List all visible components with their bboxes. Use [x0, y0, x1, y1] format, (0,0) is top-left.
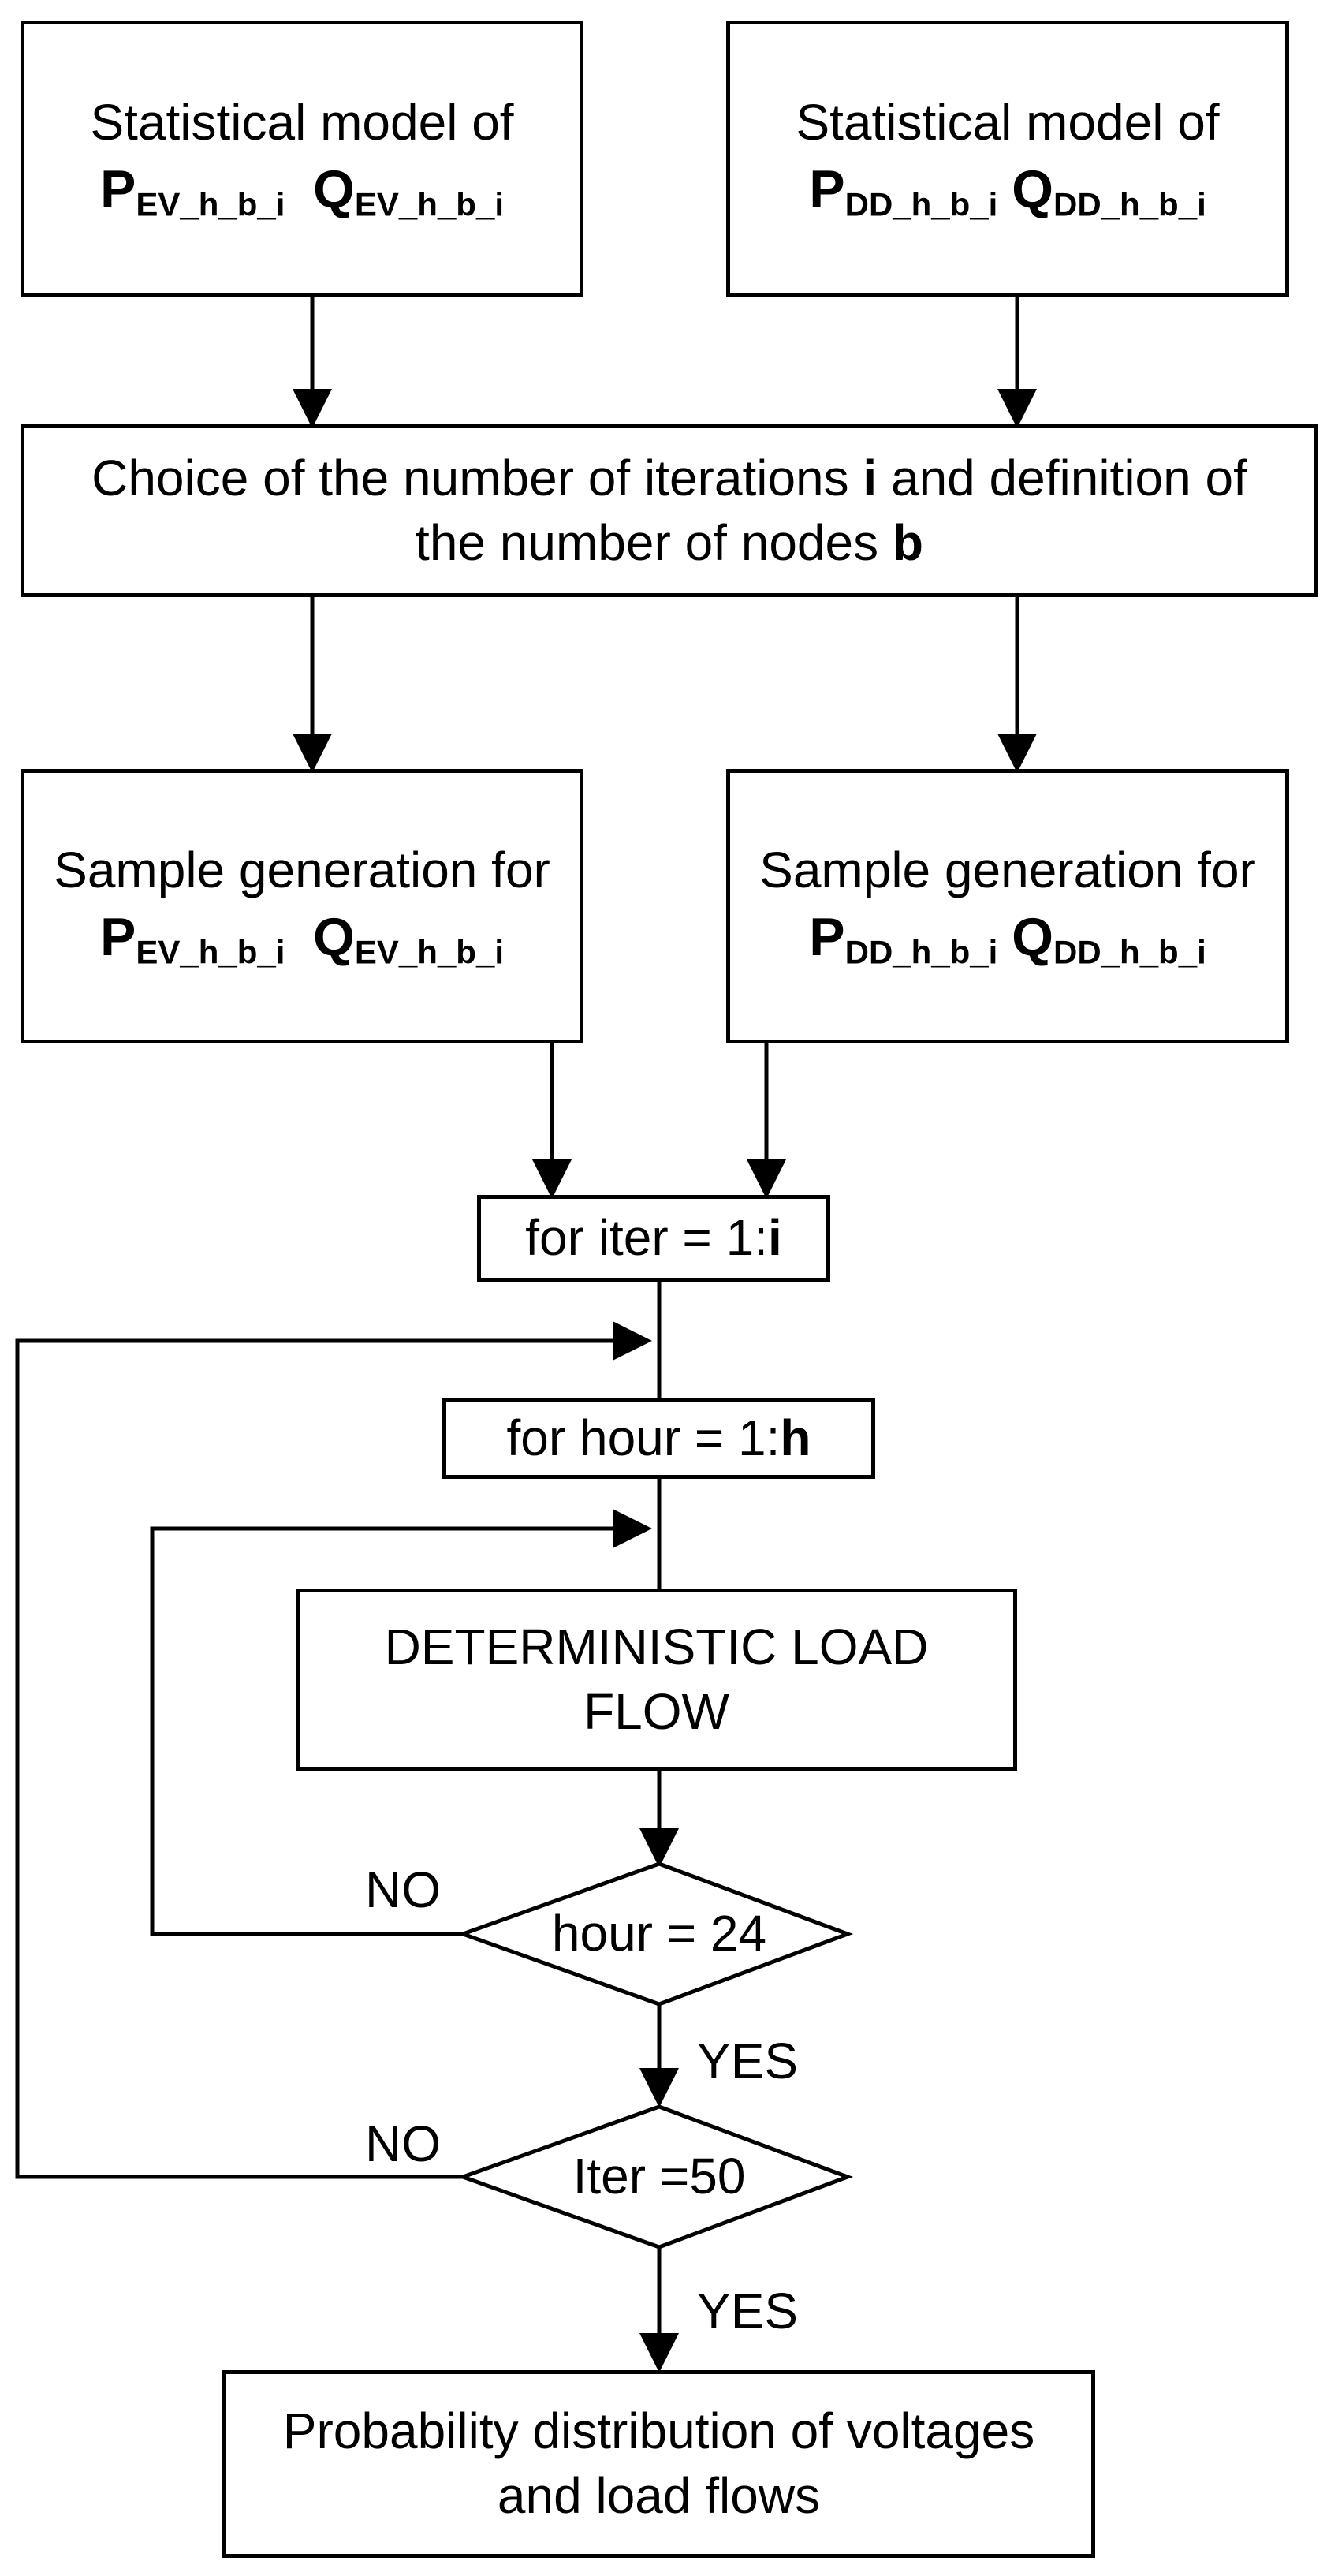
stat-dd-symbols: PDD_h_b_i QDD_h_b_i	[809, 159, 1206, 223]
stat-ev-title: Statistical model of	[90, 94, 514, 151]
sample-dd-symbols: PDD_h_b_i QDD_h_b_i	[809, 907, 1206, 971]
load-flow-line-2: FLOW	[583, 1682, 729, 1740]
statistical-model-dd-box: Statistical model of PDD_h_b_i QDD_h_b_i	[726, 21, 1289, 297]
sample-ev-title: Sample generation for	[54, 842, 550, 899]
hour-yes-label: YES	[697, 2033, 799, 2089]
loop-hour-no	[150, 1509, 652, 1936]
for-iter-text: for iter = 1:	[525, 1209, 768, 1267]
for-hour-text: for hour = 1:	[506, 1409, 781, 1466]
iter-no-label: NO	[365, 2115, 441, 2172]
sample-generation-dd-box: Sample generation for PDD_h_b_i QDD_h_b_…	[726, 769, 1289, 1043]
choice-iterations-box: Choice of the number of iterations i and…	[21, 424, 1318, 597]
choice-line-2: the number of nodes b	[416, 513, 923, 571]
choice-line-1: Choice of the number of iterations i and…	[91, 449, 1247, 506]
for-hour-box: for hour = 1:h	[442, 1398, 875, 1479]
hour-decision-text: hour = 24	[551, 1905, 767, 1962]
loop-iter-no	[15, 1321, 652, 2179]
deterministic-load-flow-box: DETERMINISTIC LOAD FLOW	[296, 1589, 1017, 1771]
statistical-model-ev-box: Statistical model of PEV_h_b_i QEV_h_b_i	[21, 21, 583, 297]
result-line-1: Probability distribution of voltages	[282, 2402, 1035, 2460]
load-flow-line-1: DETERMINISTIC LOAD	[384, 1618, 929, 1675]
hour-decision-diamond	[457, 1861, 854, 2007]
for-iter-var: i	[767, 1209, 782, 1267]
iter-yes-label: YES	[697, 2283, 799, 2339]
for-iter-box: for iter = 1:i	[477, 1195, 830, 1282]
for-hour-var: h	[780, 1409, 811, 1466]
hour-no-label: NO	[365, 1861, 441, 1918]
sample-dd-title: Sample generation for	[759, 842, 1256, 899]
stat-dd-title: Statistical model of	[796, 94, 1220, 151]
sample-generation-ev-box: Sample generation for PEV_h_b_i QEV_h_b_…	[21, 769, 583, 1043]
probability-distribution-box: Probability distribution of voltages and…	[222, 2370, 1095, 2558]
iter-decision-text: Iter =50	[572, 2148, 746, 2205]
stat-ev-symbols: PEV_h_b_i QEV_h_b_i	[99, 159, 504, 223]
sample-ev-symbols: PEV_h_b_i QEV_h_b_i	[99, 907, 504, 971]
iter-decision-diamond	[457, 2104, 854, 2249]
result-line-2: and load flows	[497, 2467, 821, 2524]
